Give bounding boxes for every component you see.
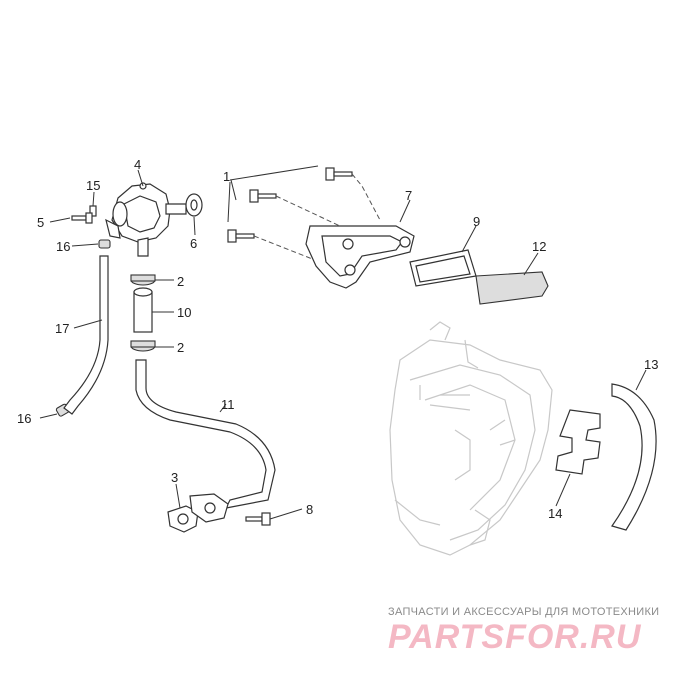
washer-6 bbox=[185, 193, 203, 217]
callout-8: 8 bbox=[306, 502, 313, 517]
strip-13 bbox=[611, 383, 657, 531]
callout-numbers: 1 2 2 3 4 5 6 7 8 9 10 11 12 13 14 15 16… bbox=[17, 157, 658, 521]
clamp-2-upper bbox=[130, 274, 156, 286]
callout-4: 4 bbox=[134, 157, 141, 172]
bolt-axis-top bbox=[351, 173, 381, 221]
callout-3: 3 bbox=[171, 470, 178, 485]
bolt-8 bbox=[245, 512, 271, 526]
hose-clip-16-upper bbox=[98, 239, 111, 249]
callout-2-upper: 2 bbox=[177, 274, 184, 289]
bracket-7 bbox=[305, 225, 415, 289]
callout-7: 7 bbox=[405, 188, 412, 203]
callout-16-lower: 16 bbox=[17, 411, 31, 426]
bolt-1-bottom bbox=[227, 229, 255, 243]
clamp-2-lower bbox=[130, 340, 156, 352]
callout-2-lower: 2 bbox=[177, 340, 184, 355]
callout-5: 5 bbox=[37, 215, 44, 230]
callout-16-upper: 16 bbox=[56, 239, 70, 254]
callout-1: 1 bbox=[223, 169, 230, 184]
gasket-3 bbox=[167, 493, 229, 533]
leader-lines bbox=[39, 165, 647, 520]
bolt-1-top bbox=[325, 167, 353, 181]
callout-9: 9 bbox=[473, 214, 480, 229]
callout-15: 15 bbox=[86, 178, 100, 193]
watermark-logo: PARTSFOR.RU bbox=[388, 618, 642, 656]
watermark-tagline: ЗАПЧАСТИ И АКСЕССУАРЫ ДЛЯ МОТОТЕХНИКИ bbox=[388, 606, 660, 618]
bolt-axis-bottom bbox=[253, 235, 321, 263]
callout-17: 17 bbox=[55, 321, 69, 336]
callout-6: 6 bbox=[190, 236, 197, 251]
plate-12 bbox=[475, 271, 549, 305]
callout-11: 11 bbox=[221, 397, 235, 412]
bracket-14 bbox=[555, 409, 601, 475]
callout-14: 14 bbox=[548, 506, 562, 521]
bolt-axis-middle bbox=[275, 195, 341, 227]
bolt-5 bbox=[71, 212, 93, 224]
hose-17 bbox=[63, 255, 109, 415]
callout-10: 10 bbox=[177, 305, 191, 320]
callout-13: 13 bbox=[644, 357, 658, 372]
engine-cover-ghost bbox=[389, 321, 553, 556]
bolt-1-middle bbox=[249, 189, 277, 203]
fuel-pump bbox=[105, 182, 187, 257]
connector-10 bbox=[133, 287, 153, 333]
plate-9-inner bbox=[415, 255, 471, 283]
hose-11 bbox=[135, 359, 276, 509]
callout-12: 12 bbox=[532, 239, 546, 254]
